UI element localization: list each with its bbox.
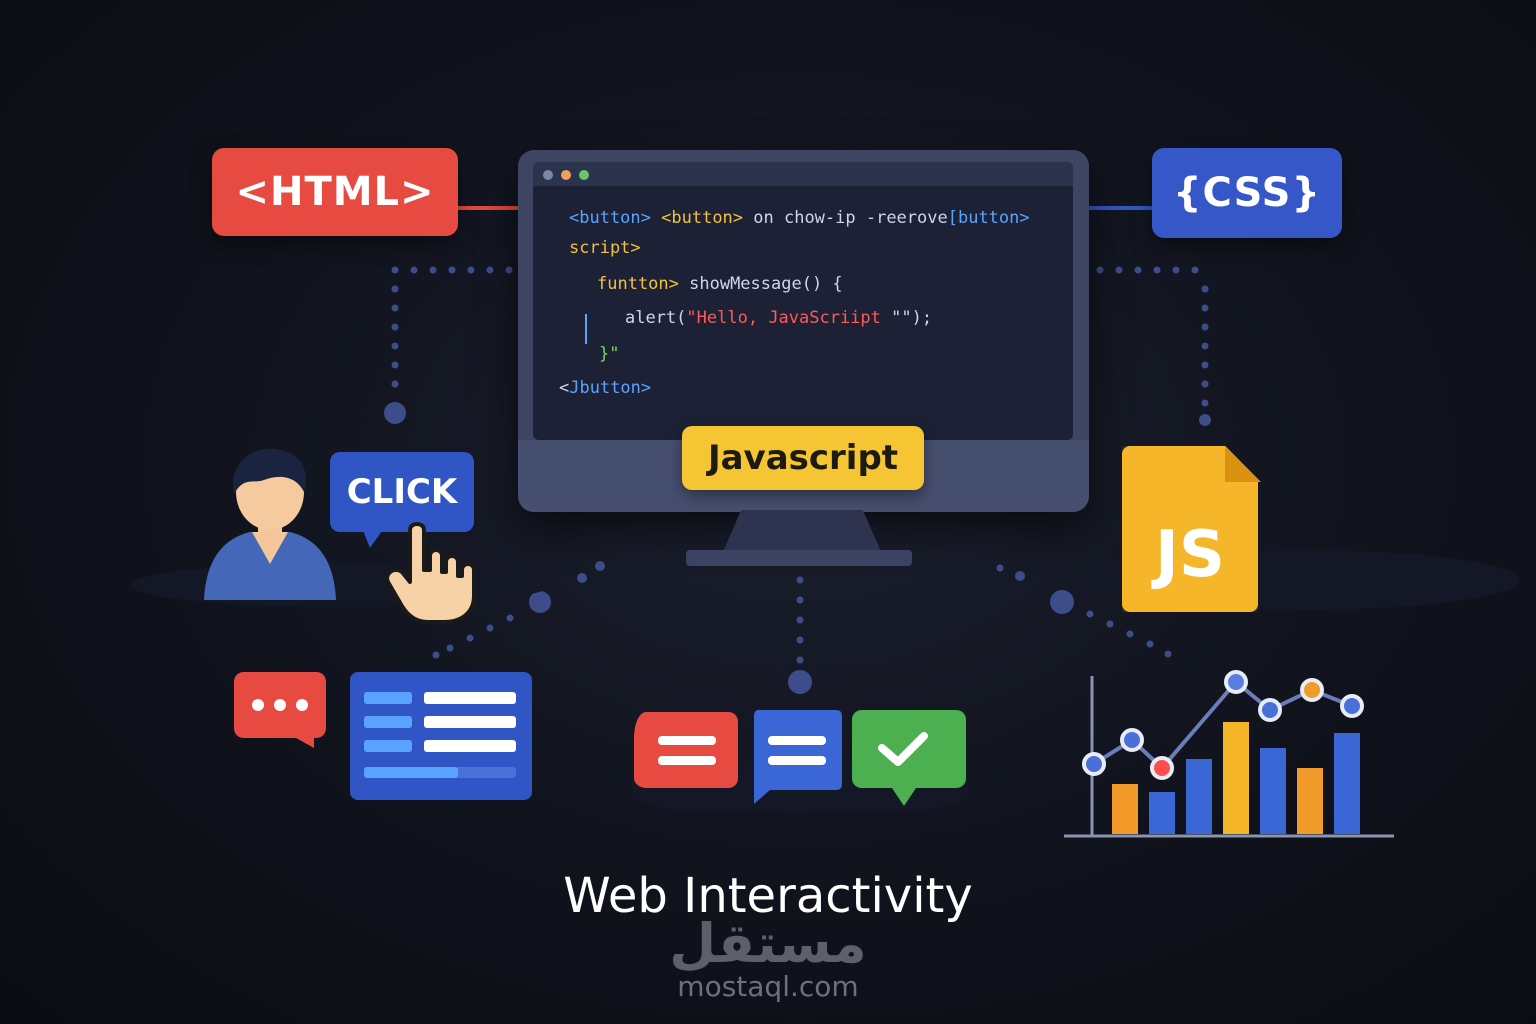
click-bubble-tail xyxy=(362,528,384,548)
code-token: alert( xyxy=(625,308,687,328)
code-line: alert("Hello, JavaScriipt ""); xyxy=(625,308,932,328)
code-line: <Jbutton> xyxy=(559,378,651,398)
code-cursor xyxy=(585,314,587,344)
code-line: <button> <button> on chow-ip -reerove[bu… xyxy=(569,208,1030,228)
window-dot-icon xyxy=(579,170,589,180)
message-bubbles-icon xyxy=(632,710,968,810)
code-token: ""); xyxy=(880,308,933,328)
user-icon xyxy=(204,448,336,600)
chart-bar xyxy=(1334,733,1360,834)
window-dot-icon xyxy=(561,170,571,180)
page-title: Web Interactivity xyxy=(563,868,973,924)
chart-point xyxy=(1300,678,1324,702)
code-token: "Hello, xyxy=(686,308,769,328)
code-token xyxy=(651,208,661,228)
window-dot-icon xyxy=(543,170,553,180)
code-line: script> xyxy=(569,238,641,258)
code-token: < xyxy=(559,378,570,398)
chart-point xyxy=(1224,670,1248,694)
code-token: [button> xyxy=(947,208,1030,228)
chart-bar xyxy=(1260,748,1286,834)
code-token: <button> xyxy=(661,208,744,228)
js-file-label: JS xyxy=(1155,518,1225,592)
code-token: funtton> xyxy=(597,274,679,294)
chart-point xyxy=(1120,728,1144,752)
code-token: script> xyxy=(569,238,641,258)
brand-url: mostaql.com xyxy=(677,970,859,1003)
chart-bar xyxy=(1112,784,1138,834)
chart-bar xyxy=(1186,759,1212,834)
code-token: showMessage() { xyxy=(678,274,843,294)
html-tag: <HTML> xyxy=(212,148,458,236)
brand-logo-arabic: مستقل xyxy=(669,912,867,975)
monitor-base xyxy=(686,550,912,566)
chart-point xyxy=(1082,752,1106,776)
chart-point xyxy=(1340,694,1364,718)
code-editor-screen: <button> <button> on chow-ip -reerove[bu… xyxy=(533,162,1073,440)
code-token: on chow-ip -reerove xyxy=(743,208,948,228)
editor-title-bar xyxy=(533,162,1073,186)
code-line: funtton> showMessage() { xyxy=(597,274,843,294)
checkmark-icon xyxy=(878,732,928,766)
code-line: }" xyxy=(599,344,619,364)
chart-bar xyxy=(1223,722,1249,834)
code-token: <button> xyxy=(569,208,651,228)
css-tag: {CSS} xyxy=(1152,148,1342,238)
monitor-stand xyxy=(722,510,882,554)
code-token: JavaScriipt xyxy=(768,308,881,328)
chart-bar xyxy=(1297,768,1323,834)
javascript-label: Javascript xyxy=(682,426,924,490)
chart-point xyxy=(1150,756,1174,780)
chat-dots-icon xyxy=(234,672,326,748)
code-token: Jbutton> xyxy=(569,378,652,398)
bar-line-chart xyxy=(1064,670,1394,838)
chart-bar xyxy=(1149,792,1175,834)
code-token: }" xyxy=(599,344,620,364)
list-card-icon xyxy=(350,672,532,800)
click-button[interactable]: CLICK xyxy=(330,452,474,532)
chart-point xyxy=(1258,698,1282,722)
pointer-hand-icon xyxy=(385,522,476,624)
